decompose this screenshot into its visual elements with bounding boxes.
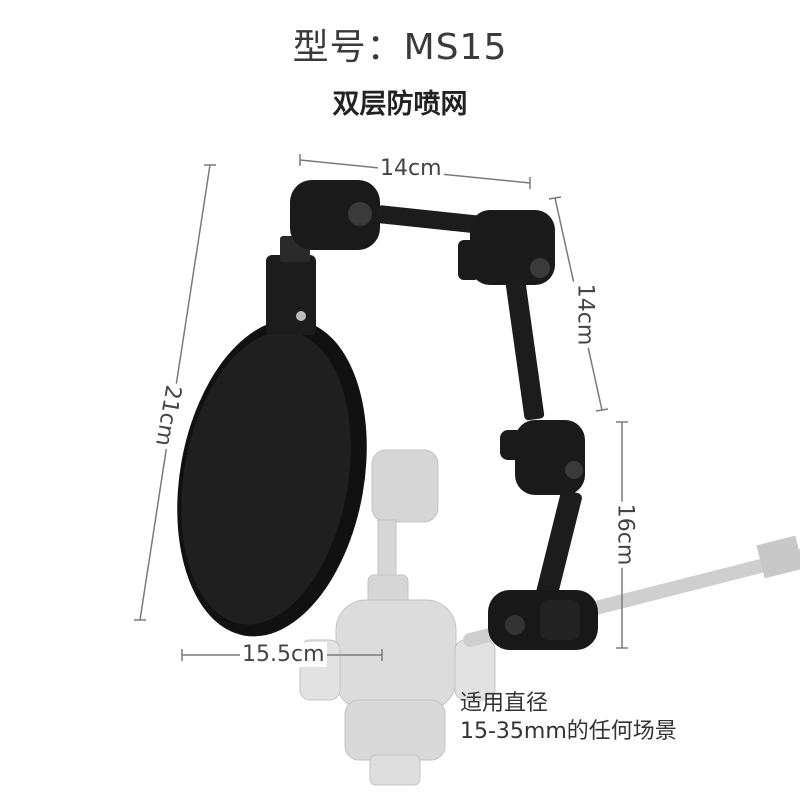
upper-right-joint	[458, 210, 555, 285]
middle-joint	[500, 420, 585, 495]
dimension-width: 15.5cm	[240, 642, 327, 667]
product-name: 双层防喷网	[332, 89, 468, 120]
dimension-right-upper: 14cm	[572, 281, 598, 348]
note-line-1: 适用直径	[460, 691, 549, 716]
lower-arm	[536, 490, 582, 600]
compatibility-note: 适用直径 15-35mm的任何场景	[460, 690, 677, 746]
top-arm	[376, 205, 492, 235]
dimension-top-arm: 14cm	[378, 156, 444, 181]
swivel-neck	[266, 236, 316, 335]
ghost-microphone	[299, 449, 496, 786]
dimension-right-lower: 16cm	[612, 501, 638, 568]
note-line-2: 15-35mm的任何场景	[460, 719, 677, 744]
right-arm	[505, 279, 545, 421]
boom-clamp	[488, 590, 598, 650]
top-joint	[290, 180, 380, 250]
pop-filter-disc	[177, 319, 367, 637]
model-title: 型号：MS15	[292, 27, 508, 68]
